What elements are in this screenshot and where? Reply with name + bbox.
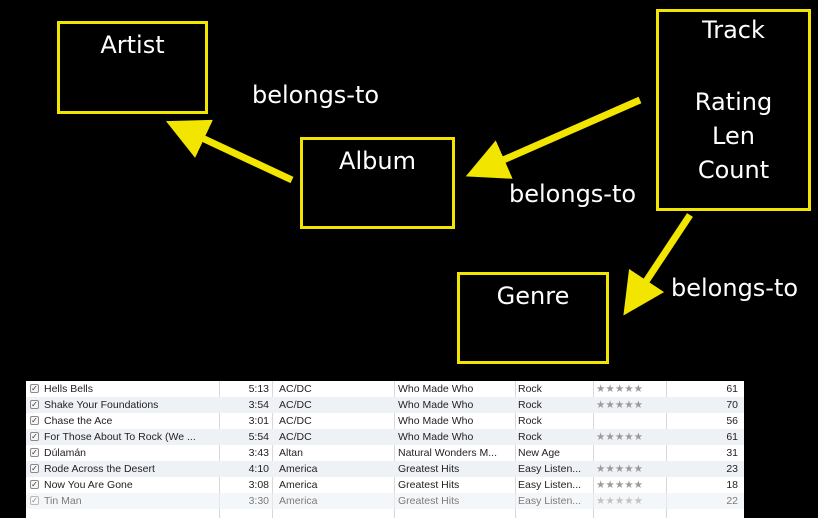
cell-name: Shake Your Foundations [44,399,159,411]
cell-genre: Rock [518,399,542,411]
checkbox[interactable]: ✓ [30,448,39,457]
cell-artist: AC/DC [279,415,312,427]
cell-genre: Rock [518,415,542,427]
checkbox[interactable]: ✓ [30,384,39,393]
album-label: Album [339,147,416,175]
table-row[interactable]: ✓ Tin Man 3:30 America Greatest Hits Eas… [26,493,744,509]
checkbox[interactable]: ✓ [30,432,39,441]
artist-label: Artist [100,31,165,59]
checkbox[interactable]: ✓ [30,464,39,473]
edge-label-track-genre: belongs-to [671,274,799,302]
table-row[interactable]: ✓ Now You Are Gone 3:08 America Greatest… [26,477,744,493]
cell-rating[interactable]: ★★★★★ [596,479,644,491]
cell-rating[interactable]: ★★★★★ [596,463,644,475]
track-table: ✓ Hells Bells 5:13 AC/DC Who Made Who Ro… [26,381,744,518]
cell-genre: Rock [518,383,542,395]
cell-artist: America [279,495,318,507]
cell-album: Who Made Who [398,431,474,443]
cell-count: 61 [726,431,738,443]
table-row[interactable]: ✓ Chase the Ace 3:01 AC/DC Who Made Who … [26,413,744,429]
cell-genre: Easy Listen... [518,463,582,475]
arrow-album-to-artist [165,119,294,184]
cell-album: Who Made Who [398,415,474,427]
cell-time: 4:10 [248,463,269,475]
cell-time: 3:08 [248,479,269,491]
cell-album: Natural Wonders M... [398,447,498,459]
cell-artist: AC/DC [279,399,312,411]
cell-artist: AC/DC [279,383,312,395]
cell-count: 31 [726,447,738,459]
cell-name: Dúlamán [44,447,87,459]
cell-album: Who Made Who [398,399,474,411]
cell-album: Who Made Who [398,383,474,395]
cell-rating[interactable]: ★★★★★ [596,399,644,411]
cell-count: 56 [726,415,738,427]
cell-genre: Easy Listen... [518,495,582,507]
cell-rating[interactable]: ★★★★★ [596,431,644,443]
cell-time: 3:01 [248,415,269,427]
cell-name: Chase the Ace [44,415,113,427]
cell-rating[interactable]: ★★★★★ [596,383,644,395]
edge-label-track-album: belongs-to [509,180,637,208]
cell-time: 5:13 [248,383,269,395]
table-row[interactable]: ✓ For Those About To Rock (We ... 5:54 A… [26,429,744,445]
cell-time: 3:54 [248,399,269,411]
cell-artist: Altan [279,447,303,459]
cell-artist: AC/DC [279,431,312,443]
arrow-track-to-genre [623,213,693,316]
cell-genre: Easy Listen... [518,479,582,491]
cell-name: For Those About To Rock (We ... [44,431,196,443]
checkbox[interactable]: ✓ [30,496,39,505]
table-row[interactable]: ✓ Shake Your Foundations 3:54 AC/DC Who … [26,397,744,413]
cell-count: 70 [726,399,738,411]
cell-album: Greatest Hits [398,463,460,475]
artist-box: Artist [57,21,208,114]
track-field-count: Count [697,156,770,184]
cell-time: 3:43 [248,447,269,459]
genre-box: Genre [457,272,609,364]
cell-count: 22 [726,495,738,507]
cell-name: Rode Across the Desert [44,463,155,475]
cell-name: Tin Man [44,495,82,507]
table-row[interactable]: ✓ Dúlamán 3:43 Altan Natural Wonders M..… [26,445,744,461]
cell-name: Hells Bells [44,383,94,395]
cell-genre: Rock [518,431,542,443]
genre-label: Genre [496,282,570,310]
cell-artist: America [279,463,318,475]
track-label: Track [702,16,765,44]
cell-rating[interactable]: ★★★★★ [596,495,644,507]
edge-label-album-artist: belongs-to [252,81,380,109]
cell-genre: New Age [518,447,561,459]
table-row[interactable]: ✓ Hells Bells 5:13 AC/DC Who Made Who Ro… [26,381,744,397]
checkbox[interactable]: ✓ [30,400,39,409]
cell-count: 61 [726,383,738,395]
cell-time: 5:54 [248,431,269,443]
cell-count: 23 [726,463,738,475]
cell-album: Greatest Hits [398,495,460,507]
cell-album: Greatest Hits [398,479,460,491]
checkbox[interactable]: ✓ [30,480,39,489]
arrow-track-to-album [465,96,642,179]
table-row[interactable]: ✓ Rode Across the Desert 4:10 America Gr… [26,461,744,477]
album-box: Album [300,137,455,229]
cell-name: Now You Are Gone [44,479,133,491]
track-field-rating: Rating [694,88,773,116]
cell-artist: America [279,479,318,491]
cell-count: 18 [726,479,738,491]
checkbox[interactable]: ✓ [30,416,39,425]
track-field-len: Len [712,122,755,150]
cell-time: 3:30 [248,495,269,507]
track-box: Track Rating Len Count [656,9,811,211]
